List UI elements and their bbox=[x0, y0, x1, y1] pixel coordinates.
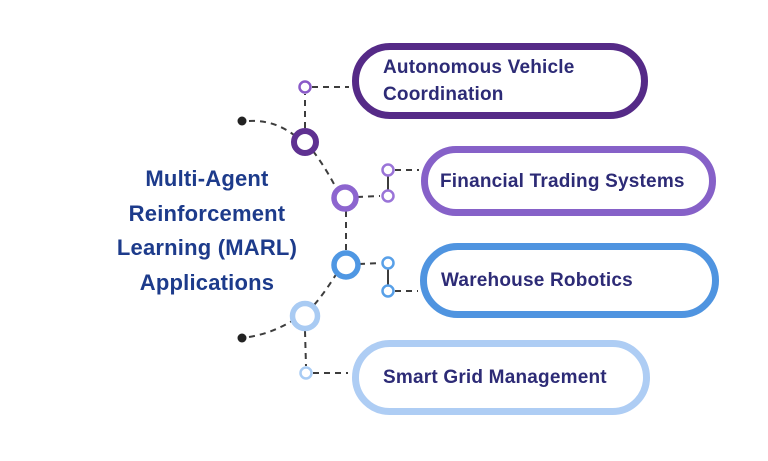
branch-label-smart-grid-management: Smart Grid Management bbox=[359, 364, 607, 391]
title-line-3: Learning (MARL) bbox=[116, 235, 298, 260]
branch-label-line: Financial Trading Systems bbox=[440, 170, 685, 192]
branch-label-line: Coordination bbox=[383, 84, 504, 105]
branch-pill-financial-trading-systems: Financial Trading Systems bbox=[421, 146, 716, 216]
title-line-2: Reinforcement bbox=[128, 200, 286, 226]
branch-label-financial-trading-systems: Financial Trading Systems bbox=[428, 168, 685, 195]
connector-dashed-line bbox=[313, 272, 338, 306]
branch-label-line: Autonomous Vehicle bbox=[383, 57, 575, 78]
branch-label-warehouse-robotics: Warehouse Robotics bbox=[427, 267, 633, 294]
branch-node-dot-warehouse-robotics bbox=[381, 256, 395, 270]
connector-dashed-line bbox=[358, 262, 381, 265]
title-line-1: Multi-Agent bbox=[145, 166, 269, 191]
connector-dashed-line bbox=[248, 320, 293, 338]
branch-ring-smart-grid-management bbox=[289, 300, 321, 332]
branch-ring-autonomous-vehicle-coordination bbox=[291, 128, 319, 156]
connector-dashed-line bbox=[312, 150, 337, 189]
branch-node-dot-autonomous-vehicle-coordination bbox=[298, 80, 312, 94]
anchor-dot bbox=[237, 333, 247, 343]
branch-node-dot-warehouse-robotics bbox=[381, 284, 395, 298]
connector-dashed-line bbox=[304, 330, 307, 367]
branch-ring-warehouse-robotics bbox=[331, 250, 361, 280]
branch-label-line: Smart Grid Management bbox=[383, 367, 607, 388]
connector-dashed-line bbox=[248, 119, 295, 136]
branch-label-autonomous-vehicle-coordination: Autonomous Vehicle Coordination bbox=[359, 54, 575, 108]
branch-label-line: Warehouse Robotics bbox=[441, 270, 633, 291]
branch-node-dot-financial-trading-systems bbox=[381, 189, 395, 203]
diagram-title: Multi-Agent Reinforcement Learning (MARL… bbox=[84, 162, 330, 300]
branch-node-dot-financial-trading-systems bbox=[381, 163, 395, 177]
branch-pill-autonomous-vehicle-coordination: Autonomous Vehicle Coordination bbox=[352, 43, 648, 119]
branch-pill-warehouse-robotics: Warehouse Robotics bbox=[420, 243, 719, 318]
title-line-4: Applications bbox=[139, 269, 275, 295]
branch-ring-financial-trading-systems bbox=[331, 184, 359, 212]
connector-dashed-line bbox=[356, 195, 381, 198]
branch-pill-smart-grid-management: Smart Grid Management bbox=[352, 340, 650, 415]
anchor-dot bbox=[237, 116, 247, 126]
branch-node-dot-smart-grid-management bbox=[299, 366, 313, 380]
